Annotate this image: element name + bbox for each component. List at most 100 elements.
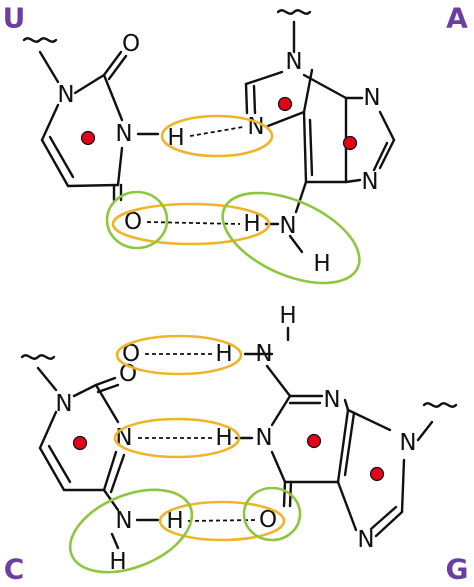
ring-center-icon (306, 433, 322, 449)
bond (288, 234, 304, 254)
wavy-attachment-icon (276, 9, 312, 15)
atom-oxygen: O (122, 31, 140, 57)
bond (116, 146, 124, 187)
atom-hydrogen: H (215, 425, 232, 451)
atom-nitrogen: N (323, 387, 340, 413)
bond (94, 376, 117, 387)
bond (102, 50, 123, 77)
bond (270, 450, 287, 484)
bond (344, 178, 362, 184)
hbond-highlight (111, 202, 271, 246)
bond (110, 532, 120, 550)
atom-oxygen: O (259, 507, 277, 533)
bond (378, 138, 396, 170)
amino-group-highlight (68, 488, 194, 574)
bond (96, 383, 120, 394)
bond (282, 480, 287, 508)
wavy-attachment-icon (422, 402, 458, 408)
bond (372, 141, 389, 172)
bond (302, 68, 314, 114)
atom-nitrogen: N (363, 85, 380, 111)
bond (294, 180, 308, 214)
atom-hydrogen: H (279, 303, 296, 329)
bond (343, 411, 356, 477)
bond (48, 135, 75, 179)
atom-hydrogen: H (109, 549, 126, 575)
bond (270, 394, 292, 427)
atom-hydrogen: H (167, 125, 184, 151)
atom-hydrogen: H (166, 508, 183, 534)
bond (302, 73, 348, 100)
bond (40, 103, 60, 142)
hbond-highlight (115, 334, 243, 376)
bond (336, 480, 358, 532)
atom-nitrogen: N (115, 508, 132, 534)
bond (302, 110, 308, 184)
atom-nitrogen: N (357, 527, 374, 553)
atom-oxygen: O (122, 341, 140, 367)
ring-center-icon (369, 466, 385, 482)
atom-nitrogen: N (57, 82, 74, 108)
atom-nitrogen: N (255, 425, 272, 451)
atom-hydrogen: H (243, 211, 260, 237)
cytosine-structure: O N N N H H (20, 354, 184, 575)
ring-center-icon (277, 96, 293, 112)
hydrogen-bond (146, 221, 241, 225)
label-guanine: G (446, 553, 469, 586)
hbond-highlight (160, 114, 274, 158)
bond (109, 453, 126, 494)
atom-hydrogen: H (215, 341, 232, 367)
bond (244, 70, 284, 86)
bond (346, 408, 392, 432)
bond (38, 50, 60, 84)
atom-nitrogen: N (115, 121, 132, 147)
ring-center-icon (342, 135, 358, 151)
bond (378, 110, 396, 142)
bond (308, 118, 314, 177)
atom-oxygen: O (124, 209, 142, 235)
atom-nitrogen: N (55, 391, 72, 417)
atom-hydrogen: H (313, 251, 330, 277)
bond (107, 54, 128, 81)
hbond-highlight (113, 417, 241, 459)
label-cytosine: C (4, 553, 25, 586)
bond (36, 366, 58, 392)
carbonyl-group-highlight (242, 486, 302, 542)
atom-nitrogen: N (279, 213, 296, 239)
bond (38, 410, 58, 450)
bond (343, 398, 350, 412)
bond (38, 446, 66, 492)
bond (66, 183, 120, 188)
label-adenine: A (446, 2, 468, 35)
bond (336, 408, 350, 484)
ring-center-icon (80, 130, 96, 146)
atom-nitrogen: N (255, 341, 272, 367)
cytosine-guanine-pair: C G O N N N H H (4, 303, 469, 586)
wavy-attachment-icon (20, 354, 56, 360)
hbond-highlight (158, 500, 286, 542)
uracil-adenine-pair: U A O N N H O (3, 2, 468, 285)
wavy-attachment-icon (22, 37, 58, 43)
hydrogen-bond (189, 126, 244, 137)
ring-center-icon (72, 435, 88, 451)
bond (265, 364, 292, 398)
label-uracil: U (3, 2, 26, 35)
bond (252, 84, 257, 115)
atom-nitrogen: N (247, 114, 264, 140)
bond (400, 458, 406, 514)
bond (102, 450, 118, 492)
bond (244, 82, 249, 115)
atom-nitrogen: N (361, 169, 378, 195)
bond (369, 505, 398, 531)
bond (416, 420, 434, 442)
bond (40, 138, 70, 188)
atom-nitrogen: N (285, 49, 302, 75)
atom-nitrogen: N (399, 430, 416, 456)
cg-hbond-atoms: O H H (122, 341, 254, 451)
bond (374, 510, 404, 538)
bond (102, 73, 124, 122)
carbonyl-group-highlight (105, 190, 169, 250)
guanine-structure: H N N N N N O (243, 303, 458, 553)
